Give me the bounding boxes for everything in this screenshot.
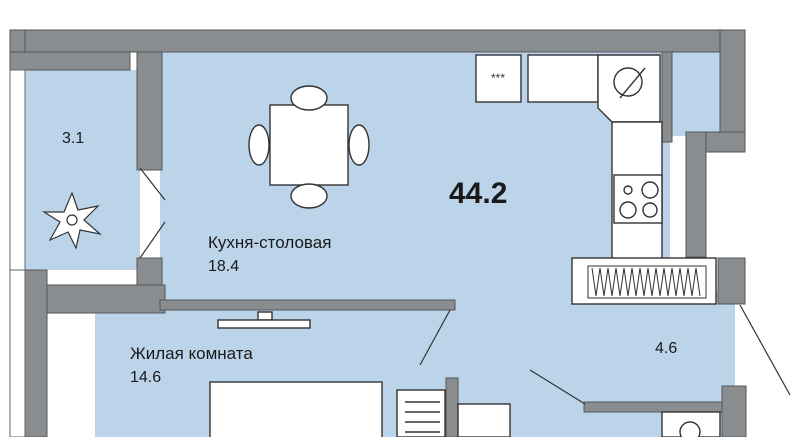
living-left-wall [24,269,48,437]
bathroom-fixtures [396,389,721,437]
loggia-door [139,167,166,201]
plant-center [66,214,78,226]
chair-right [348,124,370,166]
kitchen-right-wall [661,51,673,143]
bathroom-room [457,403,511,437]
entrance-door [739,304,791,396]
living-area-label: 14.6 [130,369,162,386]
bath-wall [445,377,459,437]
chair-left [248,124,270,166]
burner-4 [642,202,658,218]
living-top-wall [159,299,456,311]
walls [9,29,747,437]
kitchen-left-wall-lower [136,257,163,289]
towel-dryer-rails [405,401,440,433]
windows [9,69,26,437]
towel-dryer [396,389,446,437]
loggia-floor [25,70,140,270]
burner-3 [619,201,637,219]
plant-icon [41,191,103,250]
kitchen-right-lower-wall [685,131,707,258]
balcony-floor [670,52,720,136]
hall-right-wall [721,385,747,437]
total-area-label: 44.2 [449,177,508,210]
kitchen-fixtures: *** [475,54,663,263]
oven-marking: *** [491,71,505,85]
living-window [9,269,26,437]
loggia-top-wall [9,51,131,71]
cabinet [527,54,599,103]
hall-bottom-wall [583,401,735,413]
sink-bowl [613,67,643,97]
living-door [419,309,451,366]
closet-right-wall [717,257,746,305]
doors [139,167,791,405]
dining-table [248,85,370,209]
tv-stand [217,311,311,329]
loggia-window [9,69,26,271]
burner-2 [641,181,659,199]
radiator-core [587,265,707,299]
living-name-label: Жилая комната [130,344,253,363]
loggia-door-2 [139,221,166,259]
chair-top [290,85,328,111]
kitchen-left-wall-upper [136,51,163,171]
tv-screen [217,319,311,329]
mid-horizontal-wall [44,284,166,314]
table-top [269,104,349,186]
hall-area-label: 4.6 [655,340,678,357]
top-wall [9,29,746,53]
burner-1 [623,185,633,195]
radiator [571,257,717,305]
loggia-area-label: 3.1 [62,130,85,147]
sink-tap [619,67,646,99]
bed [209,381,383,437]
kitchen-name-label: Кухня-столовая [208,233,332,252]
kitchen-area-label: 18.4 [208,258,240,275]
oven-unit [475,54,522,103]
hall-door [529,369,586,405]
tv-base [257,311,273,321]
washer-drum [679,421,701,437]
chair-bottom [290,183,328,209]
radiator-fins [591,267,701,297]
